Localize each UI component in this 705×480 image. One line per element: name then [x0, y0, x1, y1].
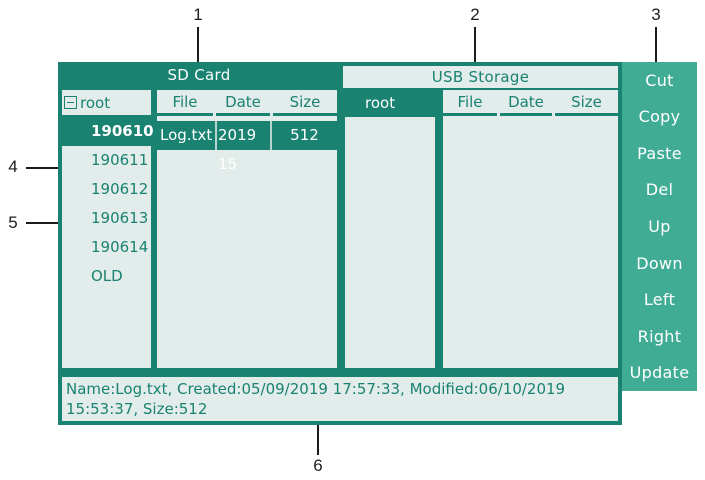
sd-tree-item[interactable]: 190614	[91, 238, 149, 256]
copy-button[interactable]: Copy	[638, 107, 681, 127]
cut-button[interactable]: Cut	[645, 70, 674, 90]
collapse-minus-icon[interactable]	[64, 96, 77, 109]
sd-tree-item[interactable]: 190611	[91, 151, 149, 169]
tab-usb-storage[interactable]: USB Storage	[343, 66, 618, 88]
sd-directory-tree: root 190610 190611 190612 190613 190614 …	[62, 90, 154, 368]
usb-file-list-header: File Date Size	[443, 90, 618, 116]
file-info-bar: Name:Log.txt, Created:05/09/2019 17:57:3…	[62, 377, 618, 421]
callout-2: 2	[470, 5, 480, 24]
callout-2-line	[474, 27, 476, 64]
callout-3: 3	[651, 5, 661, 24]
sd-file-row[interactable]: Log.txt 2019 15 512	[157, 121, 337, 173]
sd-file-name: Log.txt	[160, 126, 213, 144]
right-button[interactable]: Right	[637, 326, 682, 346]
usb-col-date: Date	[500, 90, 552, 116]
sd-file-size: 512	[290, 126, 319, 144]
sd-col-size: Size	[273, 90, 337, 116]
callout-3-line	[655, 27, 657, 68]
usb-col-size: Size	[555, 90, 618, 116]
usb-tree-root[interactable]: root	[345, 90, 435, 117]
sd-file-list-header: File Date Size	[157, 90, 337, 116]
up-button[interactable]: Up	[648, 217, 671, 237]
callout-5: 5	[8, 213, 18, 232]
sd-tree-item[interactable]: 190613	[91, 209, 149, 227]
tab-sd-card[interactable]: SD Card	[167, 66, 231, 84]
sd-tree-item[interactable]: OLD	[91, 267, 123, 285]
sd-file-list: File Date Size Log.txt 2019 15 512	[157, 90, 337, 368]
callout-1-line	[197, 27, 199, 64]
column-divider	[215, 121, 217, 150]
sd-tree-root[interactable]: root	[62, 90, 151, 117]
callout-4: 4	[8, 157, 18, 176]
sd-col-date: Date	[216, 90, 270, 116]
file-manager-window: SD Card USB Storage root 190610 190611 1…	[58, 62, 622, 425]
callout-6-line	[317, 398, 319, 455]
paste-button[interactable]: Paste	[637, 143, 682, 163]
delete-button[interactable]: Del	[645, 180, 674, 200]
down-button[interactable]: Down	[636, 253, 683, 273]
usb-file-list: File Date Size	[443, 90, 618, 368]
sd-tree-item[interactable]: 190610	[62, 117, 154, 146]
usb-col-file: File	[443, 90, 497, 116]
sd-root-label: root	[80, 93, 111, 112]
usb-directory-tree: root	[345, 90, 435, 368]
sd-col-file: File	[157, 90, 213, 116]
callout-6: 6	[313, 456, 323, 475]
update-button[interactable]: Update	[629, 363, 690, 383]
left-button[interactable]: Left	[643, 290, 676, 310]
softkey-menu: Cut Copy Paste Del Up Down Left Right Up…	[622, 62, 697, 391]
sd-file-date: 2019 15	[218, 126, 257, 173]
column-divider	[270, 121, 272, 150]
sd-tree-item[interactable]: 190612	[91, 180, 149, 198]
callout-4-line	[26, 167, 66, 169]
callout-1: 1	[193, 5, 203, 24]
